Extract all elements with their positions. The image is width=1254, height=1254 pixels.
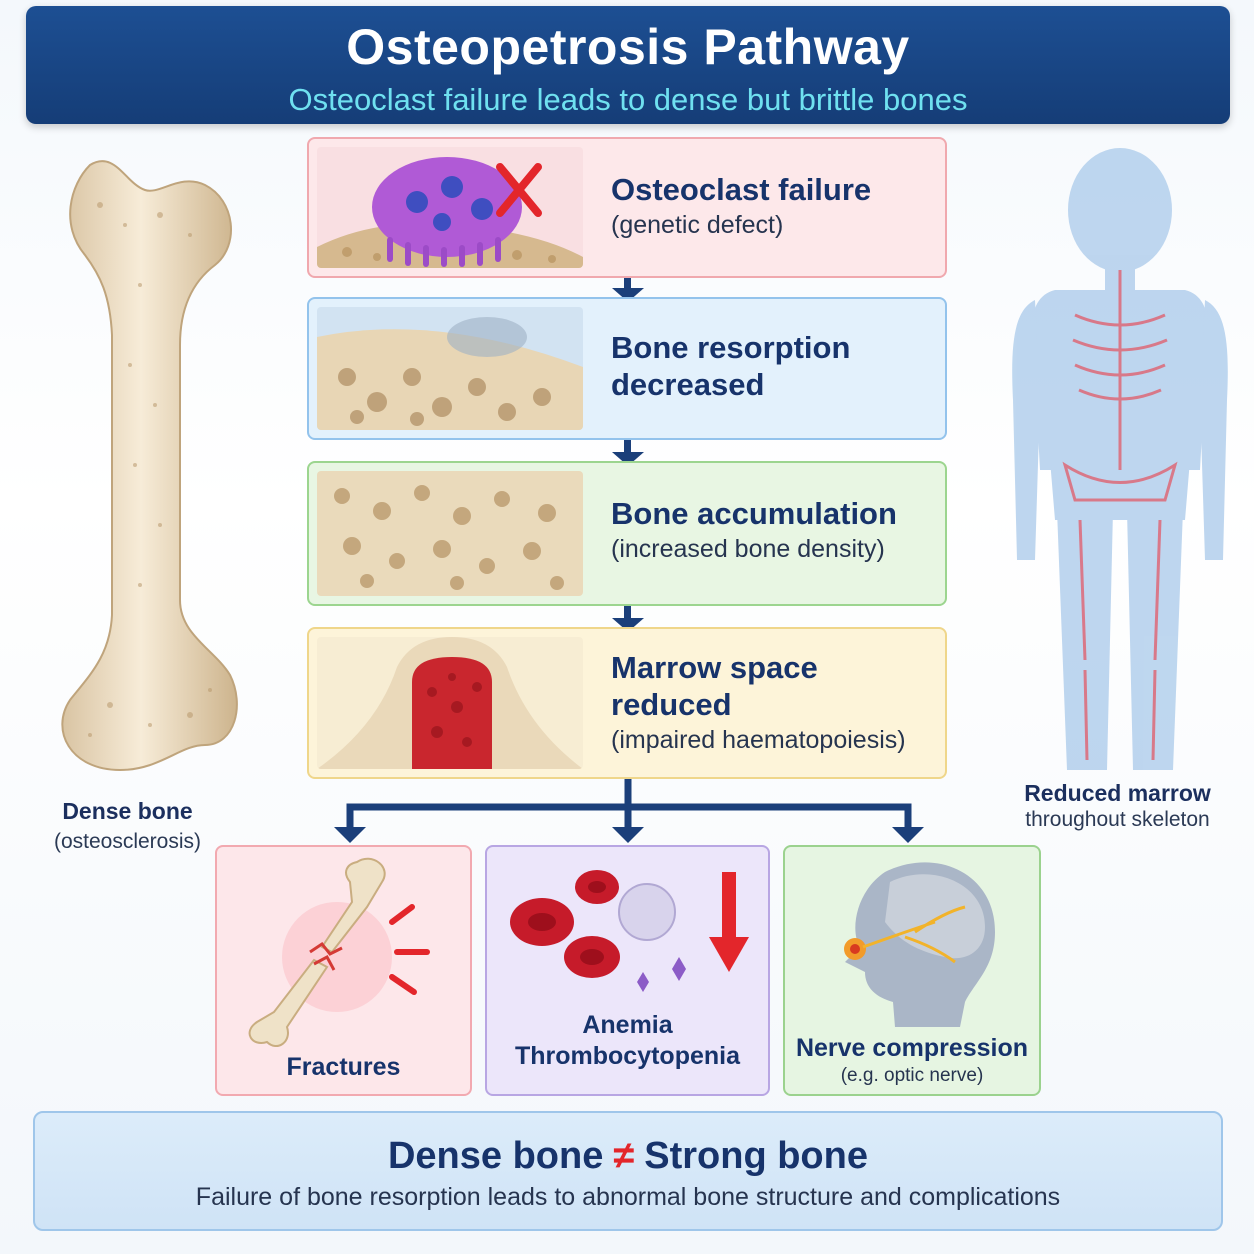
step-bone-accumulation: Bone accumulation (increased bone densit…: [307, 461, 947, 606]
dense-bone-tissue-icon: [317, 471, 583, 596]
arrow-head: [612, 288, 644, 302]
outcome-anemia-thrombocytopenia: Anemia Thrombocytopenia: [485, 845, 770, 1096]
header-banner: Osteopetrosis Pathway Osteoclast failure…: [26, 6, 1230, 124]
arrow-step1-step2: [624, 278, 631, 292]
step-title-line2: reduced: [611, 687, 732, 722]
arrow-step2-step3: [624, 440, 631, 456]
blood-cells-icon: [510, 870, 749, 992]
step-title-line2: decreased: [611, 367, 765, 402]
summary-headline: Dense bone≠Strong bone: [35, 1135, 1221, 1178]
outcome-label: Fractures: [286, 1053, 401, 1081]
summary-right: Strong bone: [644, 1135, 868, 1177]
femur-bone-illustration: [61, 160, 238, 772]
outcome-nerve-compression: Nerve compression (e.g. optic nerve): [783, 845, 1041, 1096]
osteoclast-cell-icon: [317, 147, 583, 268]
summary-box: Dense bone≠Strong bone Failure of bone r…: [33, 1111, 1223, 1231]
marrow-cavity-icon: [317, 637, 583, 769]
right-panel-label: Reduced marrow: [1024, 780, 1211, 806]
arrow-head: [612, 452, 644, 466]
outcome-label-line1: Anemia: [582, 1011, 673, 1039]
page-subtitle: Osteoclast failure leads to dense but br…: [288, 82, 968, 117]
step-title: Osteoclast failure: [611, 172, 872, 207]
outcome-fractures: Fractures: [215, 845, 472, 1096]
step-title-line1: Bone resorption: [611, 330, 851, 365]
step-subtitle: (increased bone density): [611, 535, 885, 563]
child-skeleton-illustration: [1012, 148, 1228, 770]
outcome-label-line2: Thrombocytopenia: [514, 1042, 740, 1070]
step-subtitle: (genetic defect): [611, 211, 784, 239]
step-osteoclast-failure: Osteoclast failure (genetic defect): [307, 137, 947, 278]
summary-subtitle: Failure of bone resorption leads to abno…: [195, 1183, 1061, 1211]
step-marrow-space-reduced: Marrow space reduced (impaired haematopo…: [307, 627, 947, 779]
arrow-step3-step4: [624, 606, 631, 622]
summary-left: Dense bone: [387, 1135, 604, 1177]
bone-tissue-icon: [317, 307, 583, 430]
left-panel-label: Dense bone: [62, 798, 193, 824]
not-equal-symbol: ≠: [613, 1135, 635, 1177]
branch-arrows: [334, 779, 924, 843]
left-panel-subtitle: (osteosclerosis): [53, 830, 202, 853]
right-panel-subtitle: throughout skeleton: [1025, 808, 1210, 831]
head-nerve-icon: [844, 862, 995, 1027]
arrow-head: [612, 618, 644, 632]
page-title: Osteopetrosis Pathway: [346, 19, 910, 75]
step-title: Bone accumulation: [611, 496, 897, 531]
fractured-bone-icon: [248, 857, 430, 1047]
step-bone-resorption-decreased: Bone resorption decreased: [307, 297, 947, 440]
outcome-label: Nerve compression: [795, 1034, 1029, 1062]
cross-mark-icon: [496, 163, 542, 217]
outcome-subtitle: (e.g. optic nerve): [840, 1065, 984, 1086]
step-subtitle: (impaired haematopoiesis): [611, 726, 906, 754]
step-title-line1: Marrow space: [611, 650, 818, 685]
